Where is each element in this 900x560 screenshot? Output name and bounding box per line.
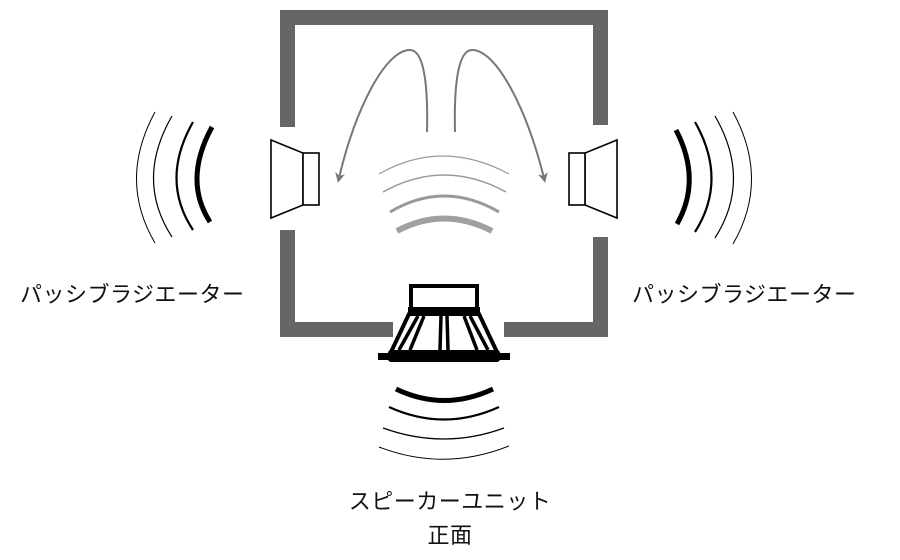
passive-radiator-left-label: パッシブラジエーター: [20, 283, 245, 308]
enclosure: [280, 10, 608, 337]
airflow-arrows: [335, 48, 548, 183]
internal-waves: [378, 155, 510, 234]
enclosure-right-wall-lower: [593, 237, 608, 337]
passive-radiator-right: [568, 138, 618, 220]
right-waves: [673, 111, 752, 245]
passive-radiator-right-magnet: [568, 152, 586, 206]
speaker-unit: [378, 284, 510, 362]
bottom-waves: [378, 386, 510, 460]
airflow-arrow-left: [335, 48, 429, 183]
enclosure-left-wall-upper: [280, 10, 295, 127]
speaker-unit-label-line1: スピーカーユニット: [348, 490, 552, 515]
enclosure-left-wall-lower: [280, 230, 295, 337]
enclosure-top-wall: [280, 10, 608, 25]
speaker-unit-label-line2: 正面: [427, 524, 473, 549]
passive-radiator-left: [270, 138, 320, 220]
enclosure-right-wall-upper: [593, 10, 608, 125]
speaker-unit-label: スピーカーユニット 正面: [0, 486, 900, 554]
left-waves: [136, 111, 215, 244]
enclosure-bottom-wall-right: [504, 322, 608, 337]
passive-radiator-left-cone: [270, 138, 304, 220]
enclosure-bottom-wall-left: [280, 322, 393, 337]
passive-radiator-right-cone: [584, 138, 618, 220]
passive-radiator-right-label: パッシブラジエーター: [632, 283, 857, 308]
airflow-arrow-right: [453, 48, 548, 183]
passive-radiator-left-magnet: [302, 152, 320, 206]
